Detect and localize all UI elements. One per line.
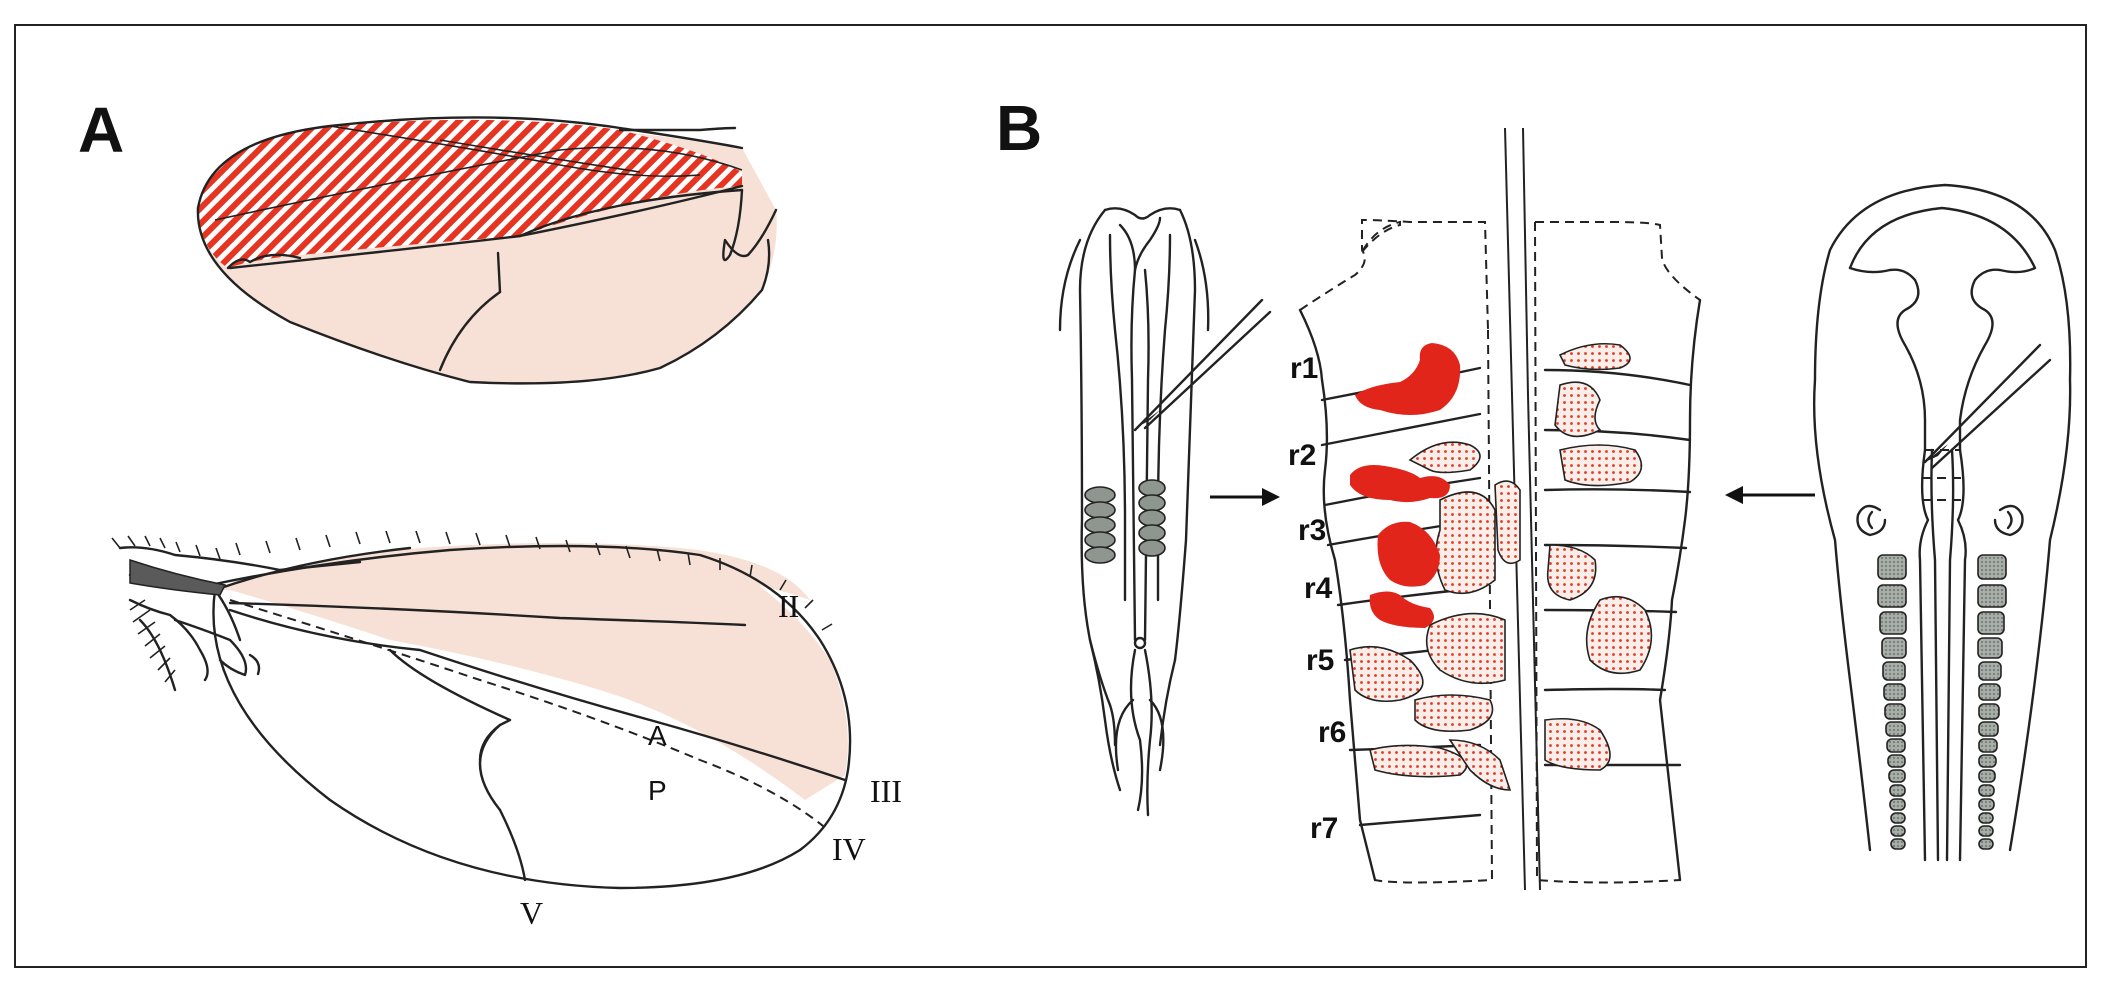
vein-label-iii: III (870, 773, 902, 809)
vein-label-iv: IV (832, 831, 866, 867)
arrow-left (1725, 486, 1815, 504)
compartment-label-anterior: A (648, 720, 667, 751)
wing-bottom (111, 530, 852, 890)
embryo-right (1812, 183, 2072, 862)
rhombomere-label-3: r3 (1298, 514, 1326, 547)
rhombomere-label-5: r5 (1306, 644, 1334, 677)
arrow-right (1210, 488, 1280, 506)
rhombomere-label-1: r1 (1290, 352, 1318, 385)
embryo-left (1058, 207, 1272, 817)
rhombomere-label-7: r7 (1310, 812, 1338, 845)
hindbrain-flatmount (1298, 127, 1702, 891)
rhombomere-label-2: r2 (1288, 439, 1316, 472)
rhombomere-label-4: r4 (1304, 572, 1333, 605)
compartment-label-posterior: P (648, 775, 667, 806)
panel-a-letter: A (78, 94, 124, 166)
clone-hatched-region (198, 119, 742, 268)
figure-frame (14, 24, 2087, 968)
vein-label-ii: II (778, 588, 799, 624)
rhombomere-label-6: r6 (1318, 716, 1346, 749)
wing-top (196, 116, 778, 385)
panel-b-letter: B (996, 92, 1042, 164)
vein-label-v: V (520, 895, 543, 931)
